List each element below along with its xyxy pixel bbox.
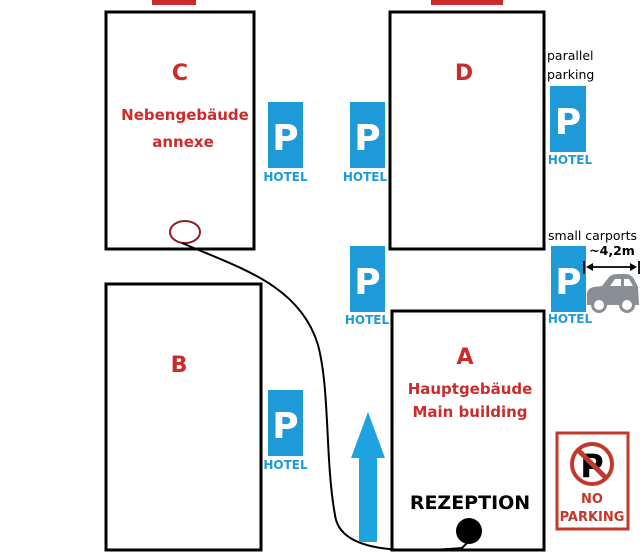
parking-sign-letter: P <box>354 118 380 159</box>
building-b: B <box>104 282 263 552</box>
route-path <box>181 242 471 552</box>
parking-sign-label: HOTEL <box>548 312 593 326</box>
no-parking-icon: P <box>570 442 614 486</box>
car-icon <box>587 274 639 313</box>
circle-marker-icon <box>169 220 201 244</box>
parking-sign-letter: P <box>555 102 581 143</box>
width-dimension-icon <box>583 261 640 274</box>
parallel-parking-note-line1: parallel <box>547 48 594 63</box>
building-d: D <box>388 10 546 251</box>
parking-sign-letter: P <box>354 262 380 303</box>
carports-note: small carports <box>548 228 637 243</box>
arrow-up-icon <box>351 412 385 542</box>
carport-width-note: ~4,2m <box>589 243 635 258</box>
no-parking-sign: P NO PARKING <box>555 431 630 531</box>
building-c-name-en: annexe <box>152 133 214 151</box>
parking-sign-icon: P HOTEL <box>548 246 593 326</box>
parking-sign-label: HOTEL <box>263 170 308 184</box>
parking-sign-icon: P HOTEL <box>263 390 308 472</box>
building-d-letter: D <box>455 61 473 86</box>
parallel-parking-note-line2: parking <box>547 67 594 82</box>
parking-sign-label: HOTEL <box>263 458 308 472</box>
dot-marker-icon <box>456 518 482 544</box>
building-c-letter: C <box>172 61 188 86</box>
no-parking-line1: NO <box>581 492 603 507</box>
building-a-letter: A <box>456 345 473 370</box>
building-c-name-de: Nebengebäude <box>121 106 249 124</box>
building-a-name-de: Hauptgebäude <box>408 380 533 398</box>
top-tab-c <box>152 0 196 5</box>
reception-label: REZEPTION <box>410 492 530 514</box>
building-b-letter: B <box>171 353 188 378</box>
parking-sign-icon: P HOTEL <box>345 246 390 327</box>
parking-sign-icon: P HOTEL <box>548 86 593 167</box>
building-c: C Nebengebäude annexe <box>104 10 256 251</box>
parking-sign-label: HOTEL <box>345 313 390 327</box>
building-a-name-en: Main building <box>412 403 527 421</box>
parking-sign-icon: P HOTEL <box>343 102 388 184</box>
parking-sign-letter: P <box>272 118 298 159</box>
top-tab-d <box>431 0 503 5</box>
building-a: A Hauptgebäude Main building REZEPTION <box>390 309 546 552</box>
no-parking-line2: PARKING <box>560 510 625 525</box>
parking-sign-label: HOTEL <box>548 153 593 167</box>
parking-sign-label: HOTEL <box>343 170 388 184</box>
parking-sign-icon: P HOTEL <box>263 102 308 184</box>
parking-sign-letter: P <box>272 406 298 447</box>
parking-sign-letter: P <box>555 262 581 303</box>
